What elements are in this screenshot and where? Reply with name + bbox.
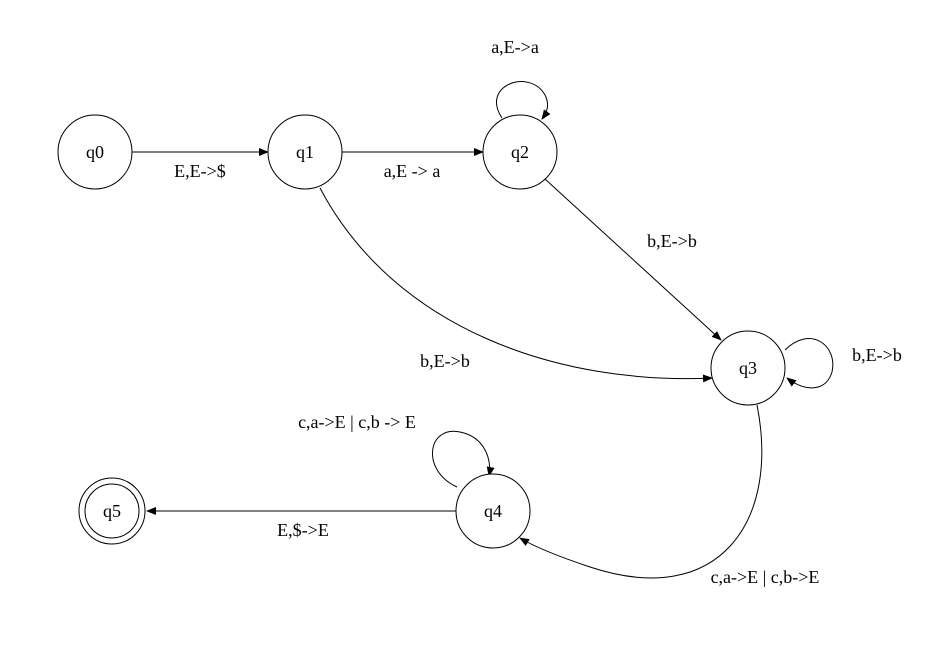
transition-q2-q3: b,E->b <box>544 178 722 341</box>
state-label: q3 <box>739 358 757 378</box>
transition-q3-q3-loop: b,E->b <box>784 338 902 389</box>
transition-q1-q2: a,E -> a <box>342 148 484 181</box>
state-q0[interactable]: q0 <box>57 114 133 190</box>
transition-q3-q4: c,a->E | c,b->E <box>519 404 820 587</box>
state-label: q4 <box>484 501 502 521</box>
state-q2[interactable]: q2 <box>482 114 558 190</box>
transition-label: b,E->b <box>420 351 470 371</box>
transition-label: a,E -> a <box>384 161 441 181</box>
transition-q0-q1: E,E->$ <box>132 148 269 181</box>
state-q1[interactable]: q1 <box>267 114 343 190</box>
transition-q1-q3: b,E->b <box>319 187 713 383</box>
transition-label: E,E->$ <box>174 161 226 181</box>
state-q4[interactable]: q4 <box>455 473 531 549</box>
transition-label: b,E->b <box>852 345 902 365</box>
state-q3[interactable]: q3 <box>710 330 786 406</box>
state-label: q1 <box>296 142 314 162</box>
state-label: q2 <box>511 142 529 162</box>
transition-label: E,$->E <box>277 520 329 540</box>
transition-label: a,E->a <box>491 37 539 57</box>
transition-q4-q5: E,$->E <box>146 507 456 540</box>
transition-q4-q4-loop: c,a->E | c,b -> E <box>298 412 495 488</box>
state-label: q5 <box>103 501 121 521</box>
state-label: q0 <box>86 142 104 162</box>
transition-label: b,E->b <box>647 231 697 251</box>
state-q5-accepting[interactable]: q5 <box>78 477 146 545</box>
transition-q2-q2-loop: a,E->a <box>491 37 551 120</box>
transition-label: c,a->E | c,b->E <box>711 567 820 587</box>
transition-label: c,a->E | c,b -> E <box>298 412 416 432</box>
